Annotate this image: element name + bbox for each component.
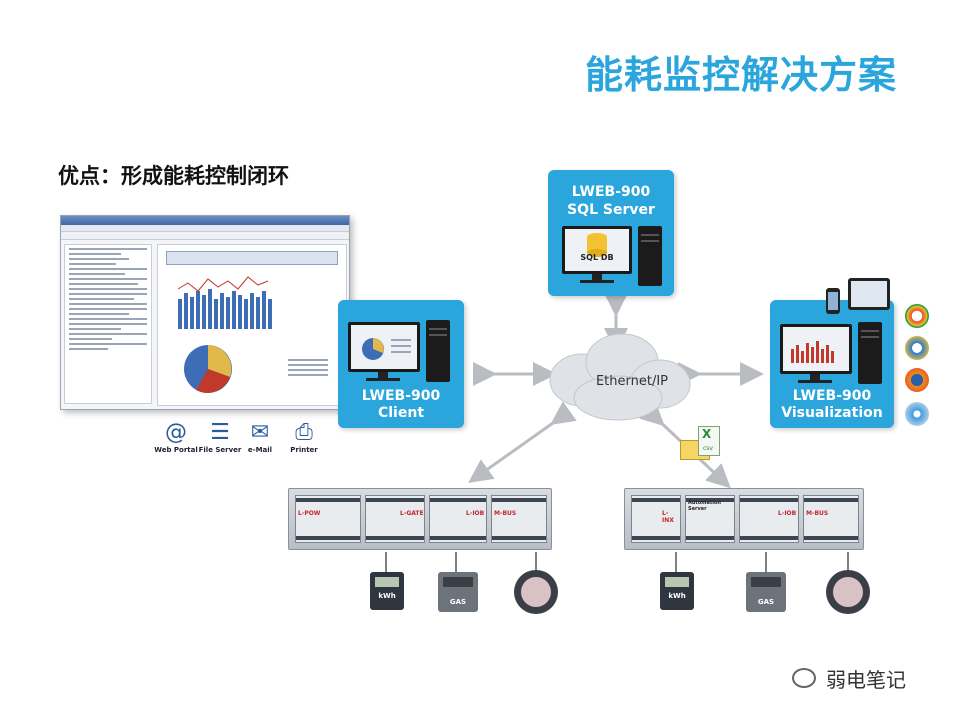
client-node-title: LWEB-900 bbox=[361, 388, 441, 404]
mini-pie-chart bbox=[184, 345, 232, 393]
excel-csv-icon: X csv bbox=[698, 426, 720, 456]
right-water-meter bbox=[826, 570, 870, 614]
visualization-node-subtitle: Visualization bbox=[781, 405, 883, 421]
envelope-icon: ✉ bbox=[250, 420, 270, 445]
software-screenshot bbox=[60, 215, 350, 410]
ethernet-cloud bbox=[549, 333, 691, 421]
client-tower bbox=[426, 320, 450, 382]
left-electric-meter: kWh bbox=[370, 572, 404, 610]
sql-node-subtitle: SQL Server bbox=[567, 202, 655, 218]
left-gas-meter: GAS bbox=[438, 572, 478, 612]
ethernet-label: Ethernet/IP bbox=[595, 374, 669, 389]
printer-icon: ⎙ bbox=[295, 420, 313, 445]
watermark-text: 弱电笔记 bbox=[826, 668, 906, 692]
visualization-tower bbox=[858, 322, 882, 384]
service-web-portal: @ Web Portal bbox=[146, 420, 206, 454]
right-controller-rack: L-INX Automation Server L-IOB M-BUS bbox=[624, 488, 864, 550]
arrow-cloud-left-ctrl bbox=[468, 401, 577, 483]
left-module-4: M-BUS bbox=[491, 495, 547, 543]
left-water-meter bbox=[514, 570, 558, 614]
page-subtitle: 优点：形成能耗控制闭环 bbox=[58, 163, 289, 188]
left-module-2: L-GATE bbox=[365, 495, 425, 543]
firefox-browser-icon bbox=[905, 368, 929, 392]
visualization-node-title: LWEB-900 bbox=[792, 388, 872, 404]
page-title: 能耗监控解决方案 bbox=[585, 53, 898, 97]
internet-explorer-icon bbox=[905, 336, 929, 360]
service-file-server: ☰ File Server bbox=[190, 420, 250, 454]
right-module-1: L-INX bbox=[631, 495, 681, 543]
left-controller-rack: L-POW L-GATE L-IOB M-BUS bbox=[288, 488, 552, 550]
service-printer: ⎙ Printer bbox=[274, 420, 334, 454]
client-node: LWEB-900 Client bbox=[338, 300, 464, 428]
tablet-icon bbox=[848, 278, 890, 310]
sql-server-node: LWEB-900 SQL Server SQL DB bbox=[548, 170, 674, 296]
right-module-4: M-BUS bbox=[803, 495, 859, 543]
client-node-subtitle: Client bbox=[377, 405, 425, 421]
safari-browser-icon bbox=[905, 402, 929, 426]
left-module-1: L-POW bbox=[295, 495, 361, 543]
left-module-3: L-IOB bbox=[429, 495, 487, 543]
at-sign-icon: @ bbox=[165, 420, 187, 445]
sql-node-title: LWEB-900 bbox=[571, 184, 651, 200]
right-module-2: Automation Server bbox=[685, 495, 735, 543]
visualization-monitor bbox=[780, 324, 852, 374]
right-module-3: L-IOB bbox=[739, 495, 799, 543]
sql-db-label: SQL DB bbox=[580, 253, 614, 262]
wechat-icon bbox=[792, 668, 816, 688]
visualization-node: LWEB-900 Visualization bbox=[770, 300, 894, 428]
mini-bar-chart bbox=[177, 276, 272, 329]
client-monitor bbox=[348, 322, 420, 372]
sql-server-tower bbox=[638, 226, 662, 286]
phone-icon bbox=[826, 288, 840, 314]
right-electric-meter: kWh bbox=[660, 572, 694, 610]
chrome-browser-icon bbox=[905, 304, 929, 328]
server-icon: ☰ bbox=[210, 420, 230, 445]
tree-panel bbox=[64, 244, 152, 404]
right-gas-meter: GAS bbox=[746, 572, 786, 612]
sql-monitor: SQL DB bbox=[562, 226, 632, 274]
report-panel bbox=[157, 244, 347, 406]
service-email: ✉ e-Mail bbox=[230, 420, 290, 454]
